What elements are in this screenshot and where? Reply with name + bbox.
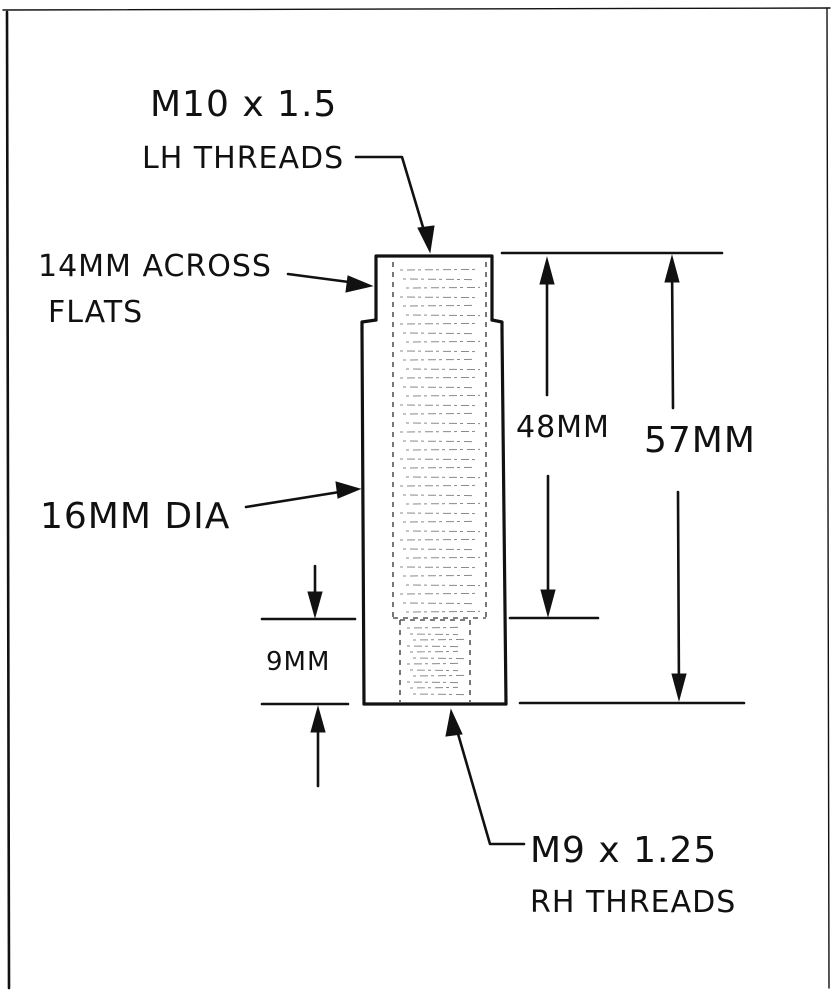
thread-mark	[399, 484, 478, 487]
thread-mark	[412, 657, 465, 660]
thread-mark	[402, 332, 475, 335]
thread-mark	[406, 645, 462, 648]
thread-mark	[405, 422, 481, 425]
lower-bore-hidden	[399, 619, 471, 702]
diameter-label: 16MM DIA	[40, 496, 230, 537]
thread-mark	[405, 476, 481, 479]
leader-flats	[286, 272, 374, 293]
thread-mark	[405, 530, 481, 533]
thread-mark	[402, 520, 475, 523]
thread-mark	[405, 286, 481, 289]
thread-mark	[405, 448, 481, 451]
lower-thread-marks	[406, 626, 465, 696]
thread-mark	[406, 626, 462, 629]
thread-mark	[409, 669, 459, 672]
flats-size-label: 14MM ACROSS	[38, 249, 272, 284]
thread-mark	[399, 268, 478, 271]
thread-mark	[405, 314, 481, 317]
hex-section-outline	[374, 254, 494, 322]
thread-mark	[399, 512, 478, 515]
thread-mark	[405, 368, 481, 371]
dimension-9mm	[307, 564, 326, 788]
thread-mark	[399, 350, 478, 353]
thread-mark	[402, 278, 475, 281]
thread-mark	[402, 412, 475, 415]
dimension-57mm	[664, 254, 687, 702]
thread-mark	[406, 681, 462, 684]
cylinder-outline	[360, 328, 508, 706]
flats-word-label: FLATS	[48, 295, 143, 330]
thread-mark	[399, 592, 478, 595]
thread-mark	[405, 556, 481, 559]
thread-mark	[402, 602, 475, 605]
thread-mark	[402, 304, 475, 307]
thread-mark	[402, 358, 475, 361]
top-thread-type-label: LH THREADS	[142, 141, 344, 176]
thread-mark	[399, 566, 478, 569]
dimension-48mm-label: 48MM	[516, 410, 610, 445]
thread-mark	[405, 610, 481, 613]
thread-mark	[409, 686, 459, 689]
thread-mark	[405, 584, 481, 587]
upper-thread-marks	[399, 268, 481, 613]
thread-mark	[399, 322, 478, 325]
thread-mark	[402, 466, 475, 469]
bottom-thread-spec-label: M9 x 1.25	[530, 830, 717, 871]
top-thread-spec-label: M10 x 1.5	[150, 84, 337, 125]
thread-mark	[402, 386, 475, 389]
thread-mark	[409, 650, 459, 653]
thread-mark	[399, 404, 478, 407]
thread-mark	[409, 633, 459, 636]
thread-mark	[412, 693, 465, 696]
thread-mark	[402, 494, 475, 497]
leader-top-thread	[354, 155, 435, 254]
thread-mark	[412, 674, 465, 677]
shoulder-outline	[360, 318, 504, 332]
thread-mark	[402, 574, 475, 577]
part-body	[360, 254, 508, 706]
thread-mark	[402, 548, 475, 551]
leader-diameter	[244, 481, 362, 509]
thread-mark	[399, 538, 478, 541]
bottom-thread-type-label: RH THREADS	[530, 885, 736, 920]
paper-border	[2, 7, 831, 990]
thread-mark	[402, 440, 475, 443]
dimension-57mm-label: 57MM	[644, 420, 756, 461]
dimension-48mm	[539, 256, 556, 618]
thread-mark	[405, 394, 481, 397]
thread-mark	[399, 430, 478, 433]
leader-bottom-thread	[445, 708, 526, 846]
thread-mark	[412, 638, 465, 641]
thread-mark	[405, 340, 481, 343]
extension-lines	[260, 251, 746, 706]
thread-mark	[405, 502, 481, 505]
dimension-9mm-label: 9MM	[266, 647, 330, 677]
thread-mark	[406, 662, 462, 665]
thread-mark	[399, 376, 478, 379]
thread-mark	[399, 296, 478, 299]
thread-mark	[399, 458, 478, 461]
